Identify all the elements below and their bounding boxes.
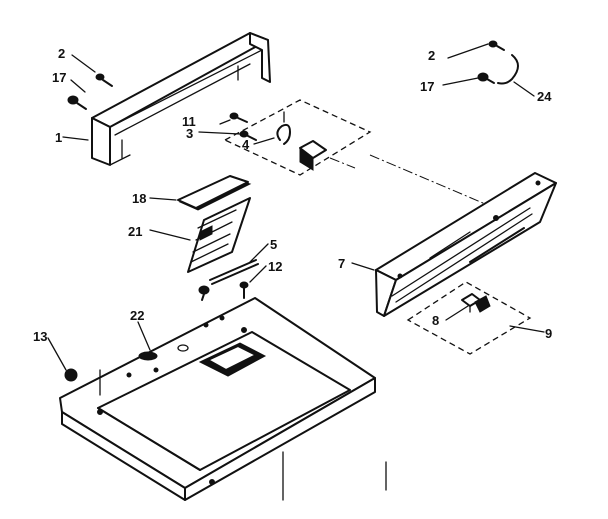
lid-switch-drawing xyxy=(209,259,259,285)
top-panel-drawing xyxy=(59,297,387,501)
top-left-screw-drawing xyxy=(95,73,113,87)
callout-5: 5 xyxy=(270,237,277,252)
leader-lines xyxy=(47,43,545,371)
callout-2-left: 2 xyxy=(58,46,65,61)
callout-17-left: 17 xyxy=(52,70,66,85)
switch-bracket-drawing xyxy=(223,99,491,207)
top-right-screw-drawing xyxy=(488,40,505,51)
callout-22: 22 xyxy=(130,308,144,323)
callout-12: 12 xyxy=(268,259,282,274)
callout-9: 9 xyxy=(545,326,552,341)
lens-drawing xyxy=(177,175,252,211)
control-panel-drawing xyxy=(375,172,557,317)
callout-3: 3 xyxy=(186,126,193,141)
callout-8: 8 xyxy=(432,313,439,328)
top-right-washer-drawing xyxy=(477,72,495,84)
knob-assembly-drawing xyxy=(406,281,532,355)
bumper-drawing xyxy=(64,368,78,382)
console-end-cap-drawing xyxy=(91,32,271,166)
callout-24: 24 xyxy=(537,89,552,104)
lid-switch-assembly-drawing xyxy=(187,197,251,273)
callout-4: 4 xyxy=(242,137,250,152)
callout-17-right: 17 xyxy=(420,79,434,94)
callout-13: 13 xyxy=(33,329,47,344)
callout-21: 21 xyxy=(128,224,142,239)
lid-screw-drawing xyxy=(198,281,249,301)
wire-clip-drawing xyxy=(497,54,519,85)
callout-11: 11 xyxy=(182,114,196,129)
callout-7: 7 xyxy=(338,256,345,271)
top-left-washer-drawing xyxy=(67,95,87,110)
callout-2-right: 2 xyxy=(428,48,435,63)
callout-1: 1 xyxy=(55,130,62,145)
callout-18: 18 xyxy=(132,191,146,206)
